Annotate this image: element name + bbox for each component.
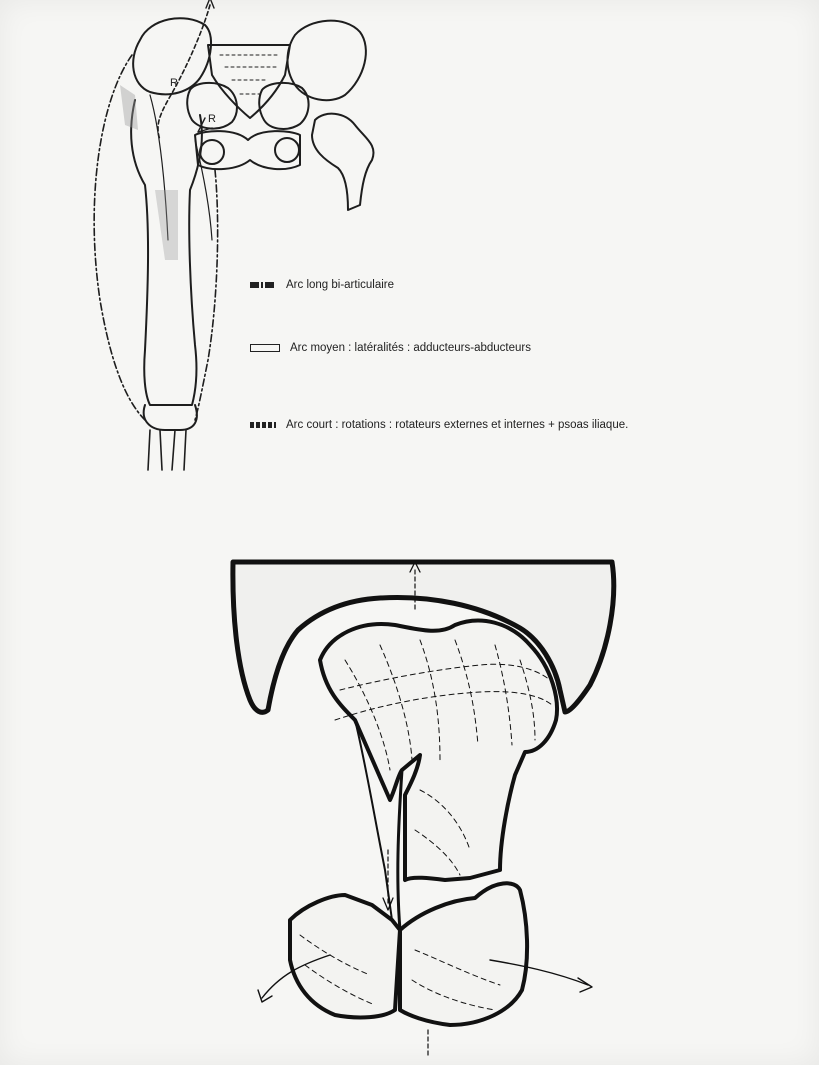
legend-long-arc-text: Arc long bi-articulaire	[286, 279, 394, 291]
right-base-block	[400, 883, 527, 1025]
middle-arc-swatch	[250, 344, 280, 352]
right-iliac-wing	[288, 21, 366, 101]
long-arc	[94, 55, 145, 420]
right-femur-stub	[312, 114, 374, 210]
legend-long-arc: Arc long bi-articulaire	[250, 277, 394, 293]
legend-short-arc: Arc court : rotations : rotateurs extern…	[250, 417, 628, 433]
right-femoral-head	[275, 138, 299, 162]
knee	[144, 405, 197, 430]
label-r1: R	[170, 77, 178, 89]
label-r2: R	[208, 113, 216, 125]
long-arc-swatch	[250, 282, 276, 288]
short-arc-swatch	[250, 422, 276, 428]
left-femoral-head	[200, 140, 224, 164]
left-base-block	[290, 895, 400, 1017]
femoral-head	[320, 621, 557, 880]
legend-middle-arc: Arc moyen : latéralités : adducteurs-abd…	[250, 340, 531, 356]
legend-middle-arc-text: Arc moyen : latéralités : adducteurs-abd…	[290, 342, 531, 354]
sacrum	[208, 45, 290, 118]
legend-short-arc-text: Arc court : rotations : rotateurs extern…	[286, 419, 628, 431]
